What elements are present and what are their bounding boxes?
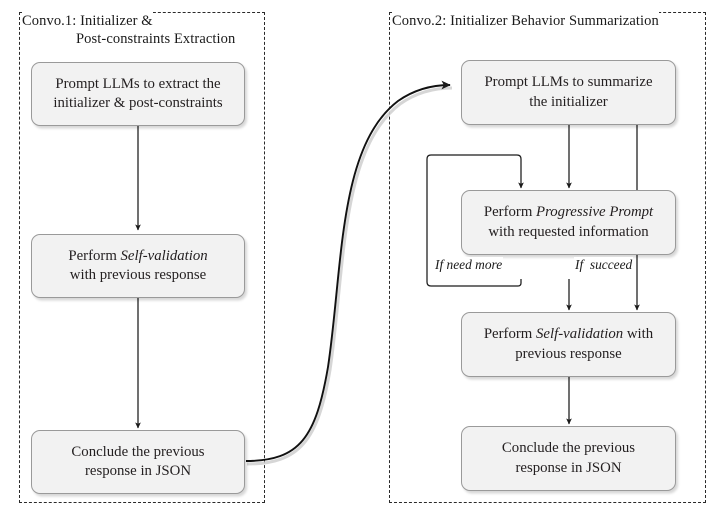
node-right-self-validation-line2: previous response [515, 345, 622, 362]
node-prompt-extract-line1: Prompt LLMs to extract the [55, 75, 221, 92]
node-right-self-validation-line1: Perform Self-validation with [484, 325, 653, 344]
node-right-self-validation-line1-pre: Perform [483, 326, 537, 343]
node-progressive-prompt-line1-italic: Progressive Prompt [536, 204, 654, 221]
node-right-conclude-json-line2: response in JSON [515, 459, 622, 476]
node-progressive-prompt-line1-pre: Perform [483, 204, 537, 221]
node-right-conclude-json[interactable]: Conclude the previous response in JSON [461, 426, 676, 491]
node-left-self-validation[interactable]: Perform Self-validation with previous re… [31, 234, 245, 298]
panel-convo1-label-line2: Post-constraints Extraction [76, 30, 236, 50]
node-prompt-extract-line2: initializer & post-constraints [53, 95, 223, 111]
node-prompt-summarize-line2: the initializer [529, 93, 608, 110]
node-progressive-prompt-line1: Perform Progressive Prompt [484, 203, 653, 222]
node-left-conclude-json-line1: Conclude the previous [71, 443, 205, 460]
node-right-self-validation[interactable]: Perform Self-validation with previous re… [461, 312, 676, 377]
node-right-self-validation-line1-italic: Self-validation [536, 326, 624, 343]
node-right-self-validation-line1-post: with [623, 326, 654, 343]
node-left-self-validation-line1: Perform Self-validation [68, 247, 207, 266]
panel-convo2-label-line1: Convo.2: Initializer Behavior Summarizat… [392, 12, 659, 32]
node-left-self-validation-line1-italic: Self-validation [120, 247, 208, 264]
node-prompt-summarize-line1: Prompt LLMs to summarize [484, 74, 653, 91]
node-right-conclude-json-line1: Conclude the previous [501, 440, 636, 457]
node-prompt-extract[interactable]: Prompt LLMs to extract the initializer &… [31, 62, 245, 126]
edge-label-if-succeed: If succeed [574, 257, 634, 273]
node-prompt-summarize[interactable]: Prompt LLMs to summarize the initializer [461, 60, 676, 125]
node-left-self-validation-line2: with previous response [69, 267, 207, 283]
node-progressive-prompt-line2: with requested information [488, 223, 649, 240]
panel-convo1-label-line1: Convo.1: Initializer & [22, 12, 153, 32]
node-left-self-validation-line1-pre: Perform [68, 247, 121, 264]
node-progressive-prompt[interactable]: Perform Progressive Prompt with requeste… [461, 190, 676, 255]
node-left-conclude-json-line2: response in JSON [84, 463, 192, 479]
edge-label-if-need-more: If need more [434, 257, 504, 273]
node-left-conclude-json[interactable]: Conclude the previous response in JSON [31, 430, 245, 494]
